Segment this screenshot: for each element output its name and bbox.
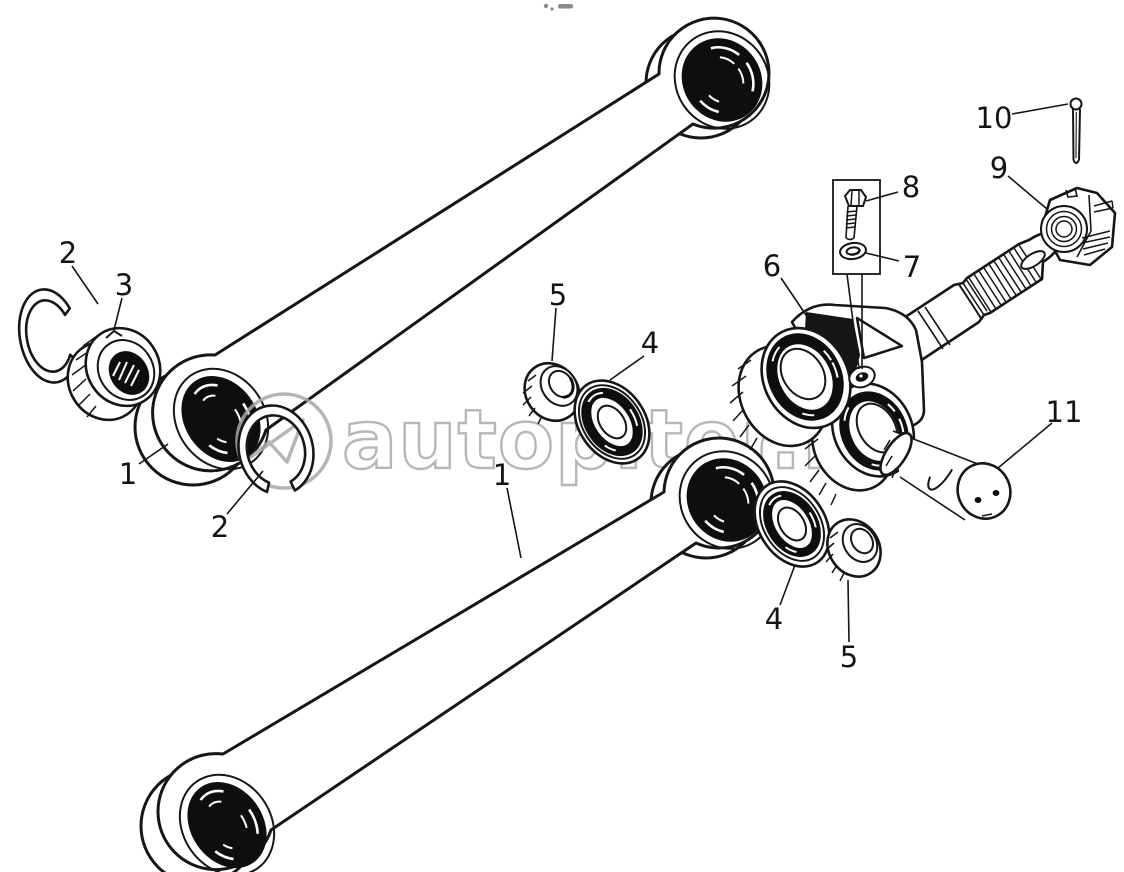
clevis [729,230,1063,506]
bushing-upper [522,361,581,425]
snap-ring-inner [229,397,323,502]
bushing-upper-knurl [522,374,543,425]
rod-upper-eye-bore [673,30,771,130]
cotter-pin [1069,97,1083,164]
pin-knurl [883,439,897,479]
part-label-2-inner: 2 [211,510,229,544]
rod-lower-end-bore [178,773,276,872]
clevis-bolt-hole [848,365,876,389]
castle-nut [1040,186,1117,267]
part-label-8: 8 [902,170,920,204]
part-label-3: 3 [115,268,133,302]
part-label-9: 9 [990,151,1008,185]
leader-lines [71,103,1069,643]
seal-lower [753,480,831,568]
part-label-5-lower: 5 [840,640,858,674]
part-label-4-lower: 4 [765,602,783,636]
bushing-lower-knurl [825,531,845,582]
bearing-bushing [66,326,162,422]
part-label-4-upper: 4 [641,326,659,360]
top-artifact-marks [543,3,573,11]
washer [839,241,867,261]
part-labels: 2 3 1 2 5 4 1 6 7 8 9 10 11 4 5 [59,101,1083,674]
part-label-5-upper: 5 [549,278,567,312]
rod-lower [139,436,776,872]
snap-ring-outer [12,285,82,387]
pin [879,430,1012,521]
part-label-6: 6 [763,249,781,283]
autopiter-logo-icon [235,392,333,490]
part-label-11: 11 [1046,395,1083,429]
shaft-threads [968,244,1042,313]
bushing-lower [825,518,882,582]
rod-lower-eye-bore [678,450,776,550]
castle-nut-slots [1081,230,1111,256]
part-label-7: 7 [903,250,921,284]
detail-box [832,179,881,275]
clevis-front-eye [729,326,852,451]
part-label-1-lower: 1 [493,458,511,492]
part-label-2-outer: 2 [59,236,77,270]
seal-upper [573,379,651,465]
bolt [843,189,868,241]
clevis-shaft [879,230,1063,373]
part-label-1-upper: 1 [119,457,137,491]
bearing-rollers [112,361,140,387]
rod-upper [133,16,771,487]
part-label-10: 10 [976,101,1013,135]
